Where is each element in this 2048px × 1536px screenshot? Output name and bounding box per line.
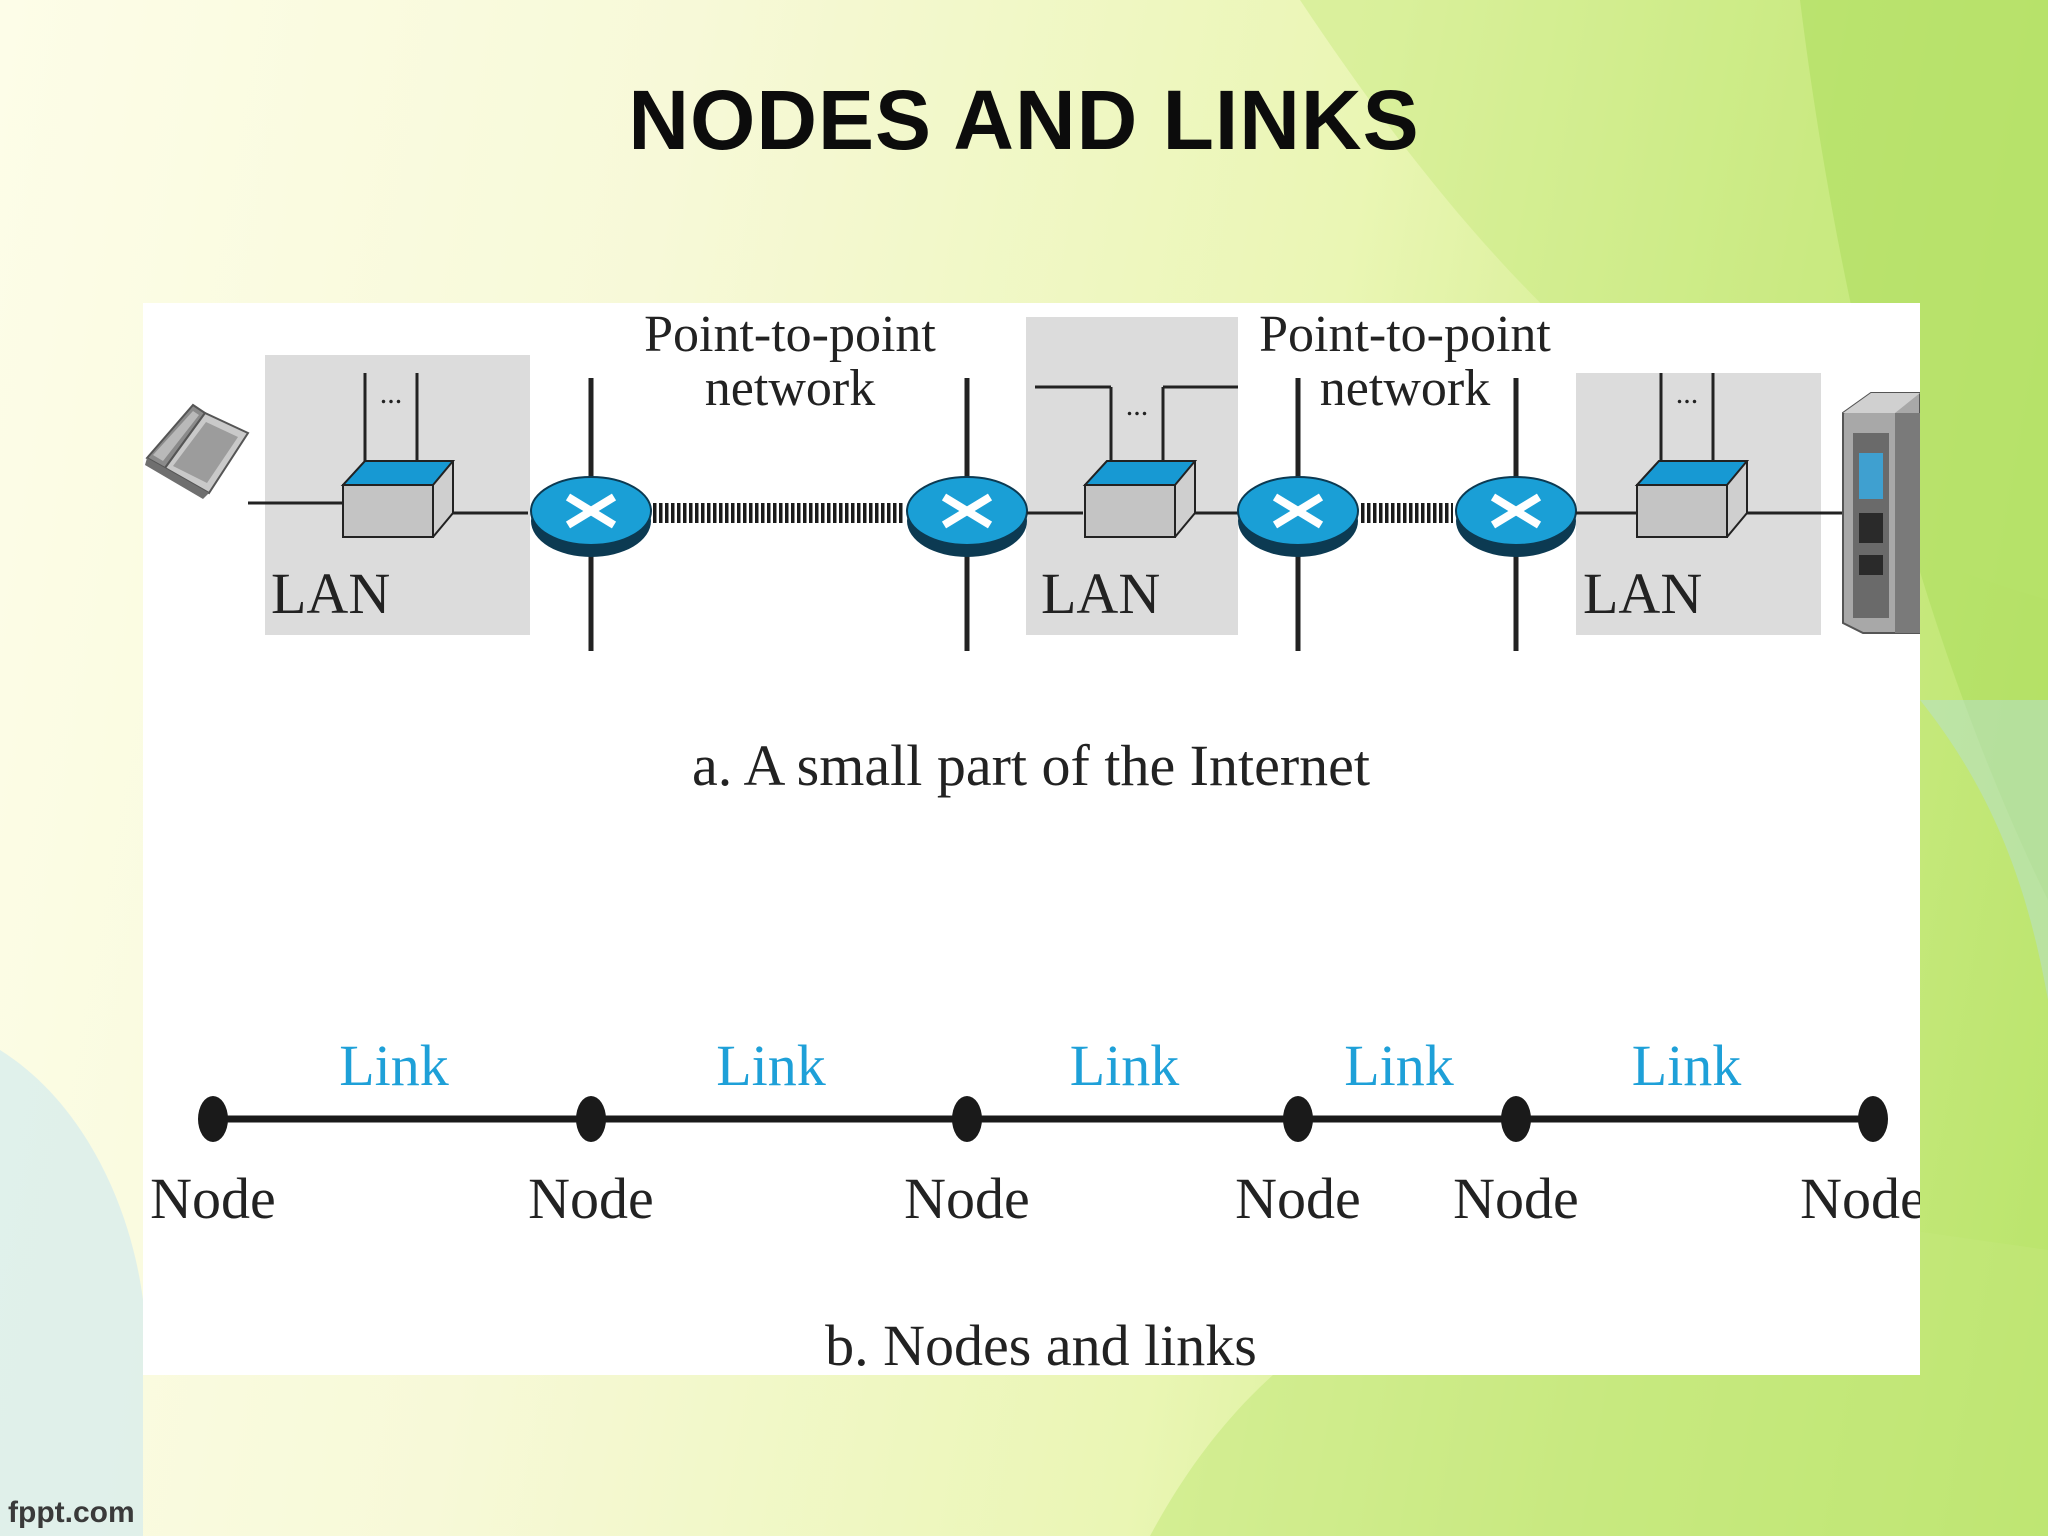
node-label-6: Node (1800, 1166, 1920, 1231)
router-icon-4 (1455, 476, 1577, 557)
link-label-3: Link (1070, 1033, 1180, 1098)
node-dot-6 (1858, 1096, 1888, 1142)
switch-ellipsis-2: ... (1126, 389, 1149, 422)
slide-title: NODES AND LINKS (628, 73, 1420, 167)
node-label-3: Node (904, 1166, 1030, 1231)
node-label-1: Node (150, 1166, 276, 1231)
node-dot-1 (198, 1096, 228, 1142)
switch-icon-2: ... (1035, 385, 1238, 538)
link-label-1: Link (339, 1033, 449, 1098)
router-icon-2 (906, 476, 1028, 557)
node-dot-4 (1283, 1096, 1313, 1142)
switch-icon-3: ... (1634, 373, 1750, 538)
lan-label-3: LAN (1583, 561, 1702, 626)
switch-ellipsis-3: ... (1676, 377, 1699, 410)
lan-label-2: LAN (1041, 561, 1160, 626)
caption-b: b. Nodes and links (825, 1313, 1257, 1375)
network-diagram: ... LAN Point-to-point network (145, 306, 1920, 1375)
p2p-label-2-line1: Point-to-point (1259, 306, 1551, 363)
switch-ellipsis-1: ... (380, 377, 403, 410)
router-icon-1 (530, 476, 652, 557)
link-label-5: Link (1632, 1033, 1742, 1098)
p2p-link-2 (1361, 503, 1453, 523)
caption-a: a. A small part of the Internet (692, 733, 1370, 798)
laptop-icon (145, 403, 250, 499)
link-label-4: Link (1344, 1033, 1454, 1098)
node-dot-2 (576, 1096, 606, 1142)
node-label-5: Node (1453, 1166, 1579, 1231)
lan-label-1: LAN (271, 561, 390, 626)
node-dot-5 (1501, 1096, 1531, 1142)
server-icon (1842, 392, 1920, 634)
node-label-2: Node (528, 1166, 654, 1231)
node-dot-3 (952, 1096, 982, 1142)
node-label-4: Node (1235, 1166, 1361, 1231)
p2p-label-1-line1: Point-to-point (644, 306, 936, 363)
router-icon-3 (1237, 476, 1359, 557)
switch-icon-1: ... (340, 373, 456, 538)
footer-brand: fppt.com (8, 1496, 135, 1529)
p2p-link-1 (653, 503, 903, 523)
p2p-label-2-line2: network (1320, 360, 1490, 417)
diagram-panel: ... LAN Point-to-point network (143, 303, 1920, 1375)
link-label-2: Link (716, 1033, 826, 1098)
p2p-label-1-line2: network (705, 360, 875, 417)
